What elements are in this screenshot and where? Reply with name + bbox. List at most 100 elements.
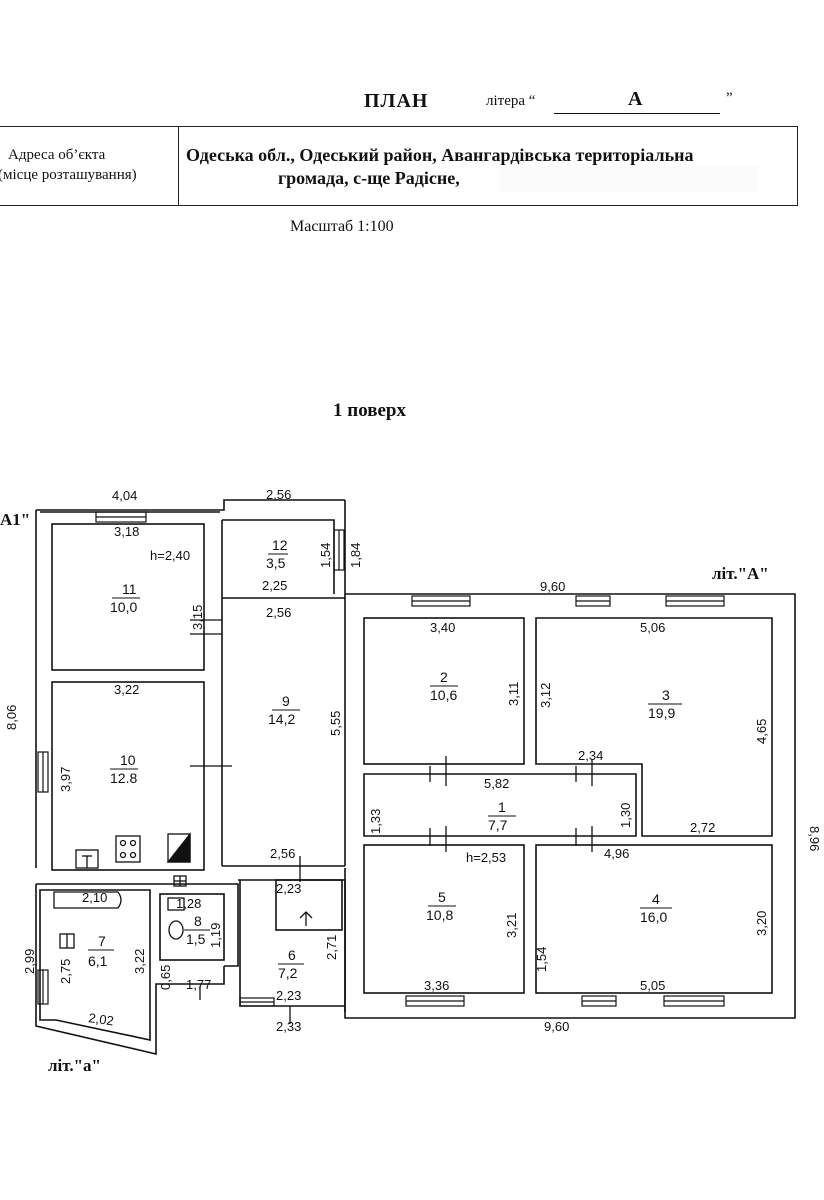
dim-label: 2,23	[276, 988, 301, 1003]
dim-label: 8,96	[807, 826, 822, 851]
floor-title: 1 поверх	[333, 400, 406, 421]
room-10-number: 10	[120, 752, 136, 768]
sink-icon	[167, 897, 185, 911]
dim-label: 2,56	[270, 846, 295, 861]
dim-label: 5,06	[640, 620, 665, 635]
fixtures	[53, 832, 313, 949]
room-3-outline	[535, 617, 773, 837]
room-6-number: 6	[288, 947, 296, 963]
room-9-number: 9	[282, 693, 290, 709]
address-value-line2: громада, с-ще Радісне,	[278, 168, 460, 188]
room-7-outline	[39, 889, 151, 1041]
stove-icon	[115, 835, 141, 863]
litera-close-quote: ”	[726, 90, 733, 106]
litera-value: А	[628, 88, 643, 110]
room-10-outline	[51, 681, 205, 871]
room-11-height: h=2,40	[150, 548, 190, 563]
dim-label: 3,20	[754, 911, 769, 936]
dim-label: 2,25	[262, 578, 287, 593]
room-7-area: 6,1	[88, 953, 108, 969]
room-1-outline	[363, 773, 637, 837]
litera-underline	[554, 113, 720, 114]
room-3-area: 19,9	[648, 705, 675, 721]
redacted-area	[500, 166, 758, 192]
dim-label: 3,22	[114, 682, 139, 697]
door-markers	[190, 619, 593, 1024]
address-label: Адреса об’єкта	[8, 147, 106, 163]
dim-label: 2,72	[690, 820, 715, 835]
room-5-area: 10,8	[426, 907, 453, 923]
dim-label: 1,19	[208, 923, 223, 948]
dim-label: 2,71	[324, 935, 339, 960]
dim-label: 3,97	[58, 767, 73, 792]
plan-title: ПЛАН	[364, 90, 429, 112]
dim-label: 2,23	[276, 881, 301, 896]
top-backdrop	[0, 0, 824, 86]
dim-label: 1,77	[186, 977, 211, 992]
dim-label: 2,75	[58, 959, 73, 984]
bath-icon	[53, 891, 122, 909]
dim-label: 2,10	[82, 890, 107, 905]
dim-label: 3,12	[538, 683, 553, 708]
room-11-area: 10,0	[110, 599, 137, 615]
room-8-area: 1,5	[186, 931, 206, 947]
address-label-sub: (місце розташування)	[0, 167, 137, 183]
room-8-number: 8	[194, 913, 202, 929]
room-8-outline	[159, 893, 225, 961]
dim-label: 4,65	[754, 719, 769, 744]
room-9-area: 14,2	[268, 711, 295, 727]
windows	[37, 511, 725, 1007]
room-5-height: h=2,53	[466, 850, 506, 865]
litera-label: літера “	[486, 93, 536, 109]
room-labels: 12 3,5 11 10,0 h=2,40 10 12.8 9 14,2 2 1…	[88, 537, 682, 981]
dim-label: 1,54	[534, 947, 549, 972]
room-2-area: 10,6	[430, 687, 457, 703]
dim-label: 2,99	[22, 949, 37, 974]
dim-label: 2,33	[276, 1019, 301, 1034]
dim-label: 8,06	[4, 705, 19, 730]
dim-label: 9,60	[544, 1019, 569, 1034]
dim-label: 5,55	[328, 711, 343, 736]
dim-label: 2,56	[266, 605, 291, 620]
address-table-divider	[178, 126, 179, 205]
room-11-outline	[51, 523, 205, 671]
room-4-outline	[535, 844, 773, 994]
room-5-outline	[363, 844, 525, 994]
room-3-number: 3	[662, 687, 670, 703]
dim-label: 0,65	[158, 965, 173, 990]
dim-label: 1,54	[318, 543, 333, 568]
dim-label: 3,15	[190, 605, 205, 630]
scale-label: Масштаб 1:100	[290, 218, 394, 235]
bottom-backdrop	[0, 1086, 824, 1200]
address-table	[0, 126, 798, 206]
address-value-line1: Одеська обл., Одеський район, Авангардів…	[186, 145, 694, 165]
dim-label: 5,05	[640, 978, 665, 993]
room-2-outline	[363, 617, 525, 765]
dim-label: 3,40	[430, 620, 455, 635]
dim-label: 5,82	[484, 776, 509, 791]
dim-label: 1,28	[176, 896, 201, 911]
dim-label: 2,56	[266, 487, 291, 502]
building-label-a: літ."А"	[712, 564, 769, 583]
room-10-area: 12.8	[110, 770, 137, 786]
dimension-labels: 4,04 2,56 3,18 1,54 1,84 3,15 2,25 2,56 …	[4, 487, 822, 1034]
room-5-number: 5	[438, 889, 446, 905]
dim-label: 1,33	[368, 809, 383, 834]
room-12-number: 12	[272, 537, 288, 553]
room-4-number: 4	[652, 891, 660, 907]
dim-label: 3,21	[504, 913, 519, 938]
dim-label: 2,34	[578, 748, 603, 763]
dim-label: 3,22	[132, 949, 147, 974]
room-1-area: 7,7	[488, 817, 508, 833]
dim-label: 4,04	[112, 488, 137, 503]
dim-label: 3,36	[424, 978, 449, 993]
room-1-number: 1	[498, 799, 506, 815]
room-4-area: 16,0	[640, 909, 667, 925]
walls	[35, 499, 796, 1056]
dim-label: 3,11	[506, 682, 521, 706]
toilet-icon	[168, 920, 184, 940]
dim-label: 9,60	[540, 579, 565, 594]
plan-sheet	[0, 86, 824, 1086]
room-12-area: 3,5	[266, 555, 286, 571]
